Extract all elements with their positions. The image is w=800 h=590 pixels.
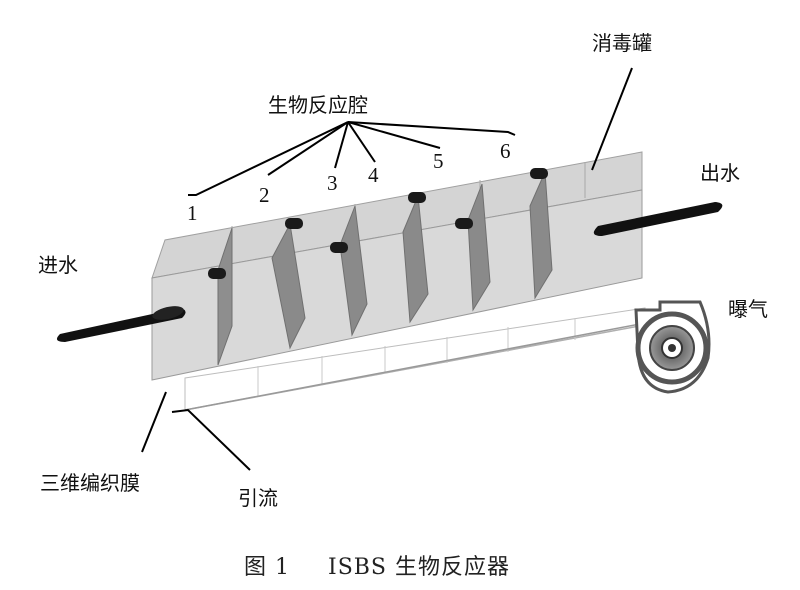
- partition-3: [339, 205, 368, 337]
- blower-fan-icon: [634, 300, 711, 394]
- inlet-label: 进水: [38, 253, 78, 277]
- connector-pipes: [208, 168, 548, 279]
- reactor-body: [151, 151, 643, 381]
- partition-6: [529, 171, 553, 300]
- chamber-number-6: 6: [500, 139, 511, 163]
- partition-1: [217, 227, 233, 366]
- aeration-label: 曝气: [728, 297, 768, 321]
- figure-number: 图 1: [244, 555, 290, 580]
- figure-caption: 图 1 ISBS 生物反应器: [244, 555, 510, 580]
- bio-chamber-label: 生物反应腔: [268, 93, 368, 117]
- partition-4: [402, 195, 429, 324]
- chamber-number-2: 2: [259, 183, 270, 207]
- chamber-number-4: 4: [368, 163, 379, 187]
- chamber-number-3: 3: [327, 171, 338, 195]
- chamber-number-5: 5: [433, 149, 444, 173]
- outlet-label: 出水: [700, 161, 740, 185]
- disinfection-tank-label: 消毒罐: [592, 31, 652, 55]
- leader-lines: [141, 67, 633, 471]
- chamber-number-1: 1: [187, 201, 198, 225]
- drainage-label: 引流: [238, 486, 278, 510]
- outlet-pipe: [593, 202, 723, 236]
- inlet-pipe: [56, 306, 186, 342]
- partition-5: [467, 183, 491, 312]
- membrane-label: 三维编织膜: [40, 471, 140, 495]
- figure-title: ISBS 生物反应器: [328, 555, 510, 580]
- chamber-partitions: [217, 171, 553, 366]
- partition-2: [271, 222, 306, 350]
- aeration-line: [184, 323, 641, 411]
